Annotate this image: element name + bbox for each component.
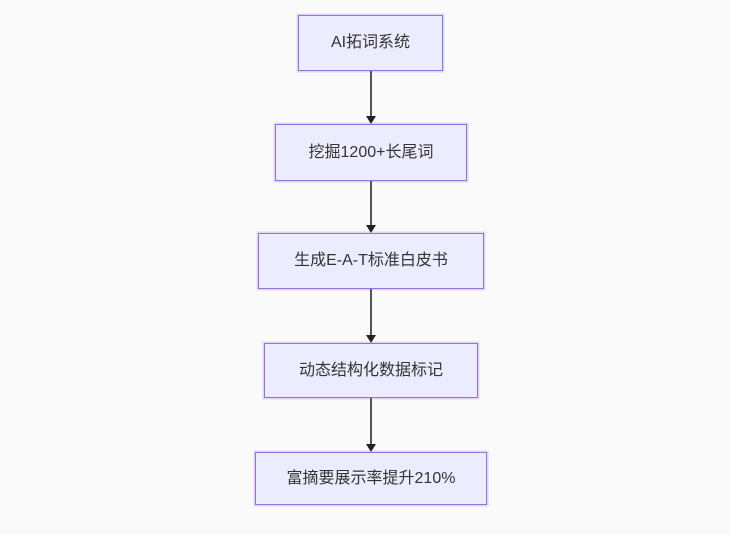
flow-node-structured-data-markup: 动态结构化数据标记 [264, 343, 478, 398]
flow-node-longtail-mining: 挖掘1200+长尾词 [275, 124, 467, 181]
arrow-line [370, 71, 372, 118]
flow-node-label: 挖掘1200+长尾词 [308, 143, 434, 161]
flow-node-eat-whitepaper: 生成E-A-T标准白皮书 [258, 233, 484, 289]
arrow-line [370, 181, 372, 227]
arrowhead-down-icon [366, 225, 376, 233]
flow-arrow-3 [365, 289, 377, 343]
arrow-line [370, 398, 372, 446]
flow-node-label: 富摘要展示率提升210% [286, 469, 456, 487]
arrowhead-down-icon [366, 444, 376, 452]
flow-node-ai-keyword-system: AI拓词系统 [298, 15, 443, 71]
flow-node-label: 动态结构化数据标记 [298, 361, 443, 379]
flow-arrow-4 [365, 398, 377, 452]
flow-node-label: 生成E-A-T标准白皮书 [294, 252, 448, 269]
flow-node-rich-snippet-result: 富摘要展示率提升210% [255, 452, 487, 505]
flow-node-label: AI拓词系统 [330, 34, 411, 51]
arrowhead-down-icon [366, 335, 376, 343]
arrowhead-down-icon [366, 116, 376, 124]
flow-arrow-1 [365, 71, 377, 124]
flow-arrow-2 [365, 181, 377, 233]
arrow-line [370, 289, 372, 337]
